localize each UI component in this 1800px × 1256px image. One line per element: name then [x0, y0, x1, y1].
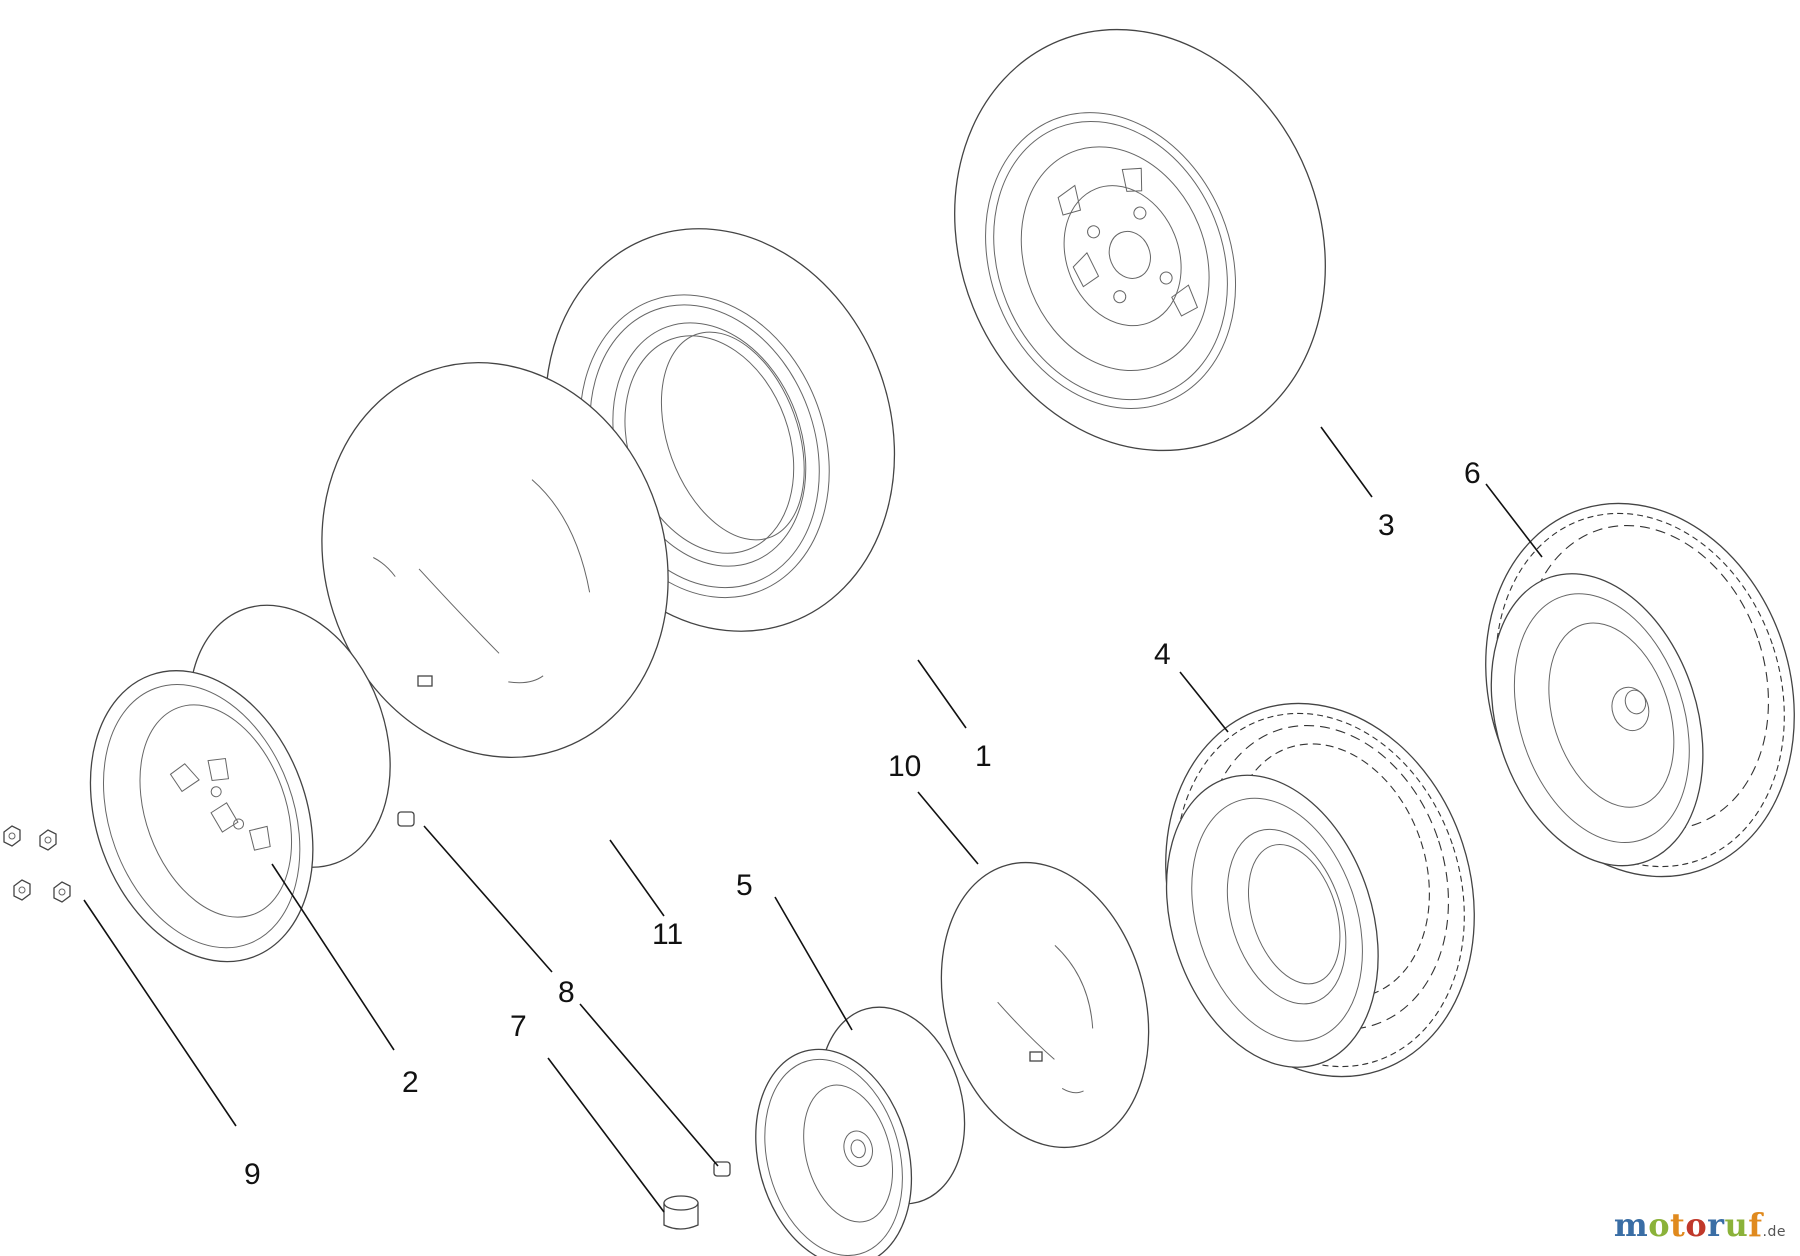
callout-8: 8 — [558, 976, 575, 1009]
leader-6 — [1485, 483, 1543, 558]
callout-2: 2 — [402, 1066, 419, 1099]
callout-labels: 1 2 3 4 5 6 7 8 9 10 11 — [244, 457, 1481, 1191]
part-3-rear-wheel-assembly — [954, 28, 1326, 452]
callout-7: 7 — [510, 1010, 527, 1043]
leader-3 — [1320, 426, 1373, 498]
valve-stem — [417, 675, 433, 687]
leader-10 — [917, 791, 979, 865]
part-10-front-inner-tube — [940, 861, 1150, 1149]
leader-8a — [423, 825, 553, 973]
leader-4 — [1179, 671, 1229, 733]
leader-5 — [774, 896, 853, 1031]
callout-9: 9 — [244, 1158, 261, 1191]
watermark-logo: motoruf.de — [1613, 1206, 1786, 1244]
leader-8b — [579, 1003, 719, 1167]
leader-lines — [83, 426, 1543, 1213]
valve-stem — [1029, 1051, 1043, 1062]
leader-1 — [917, 659, 967, 729]
callout-6: 6 — [1464, 457, 1481, 490]
callout-3: 3 — [1378, 509, 1395, 542]
part-9-lug-nuts — [3, 825, 71, 903]
leader-9 — [83, 899, 237, 1127]
callout-5: 5 — [736, 869, 753, 902]
part-4-front-turf-tire — [1165, 702, 1475, 1078]
callout-11: 11 — [652, 918, 683, 951]
watermark-tld: .de — [1762, 1224, 1786, 1240]
leader-2 — [271, 863, 395, 1051]
part-8-valve-stem-upper — [397, 811, 415, 827]
part-2-rear-rim — [89, 604, 391, 963]
part-11-inner-tube — [321, 362, 669, 758]
part-5-front-rim — [755, 1006, 966, 1256]
callout-10: 10 — [888, 750, 921, 783]
part-7-bushing — [663, 1195, 699, 1230]
leader-7 — [547, 1057, 665, 1213]
callout-4: 4 — [1154, 638, 1171, 671]
callout-1: 1 — [975, 740, 992, 773]
leader-11 — [609, 839, 665, 917]
part-6-front-wheel-assembly — [1485, 502, 1795, 878]
